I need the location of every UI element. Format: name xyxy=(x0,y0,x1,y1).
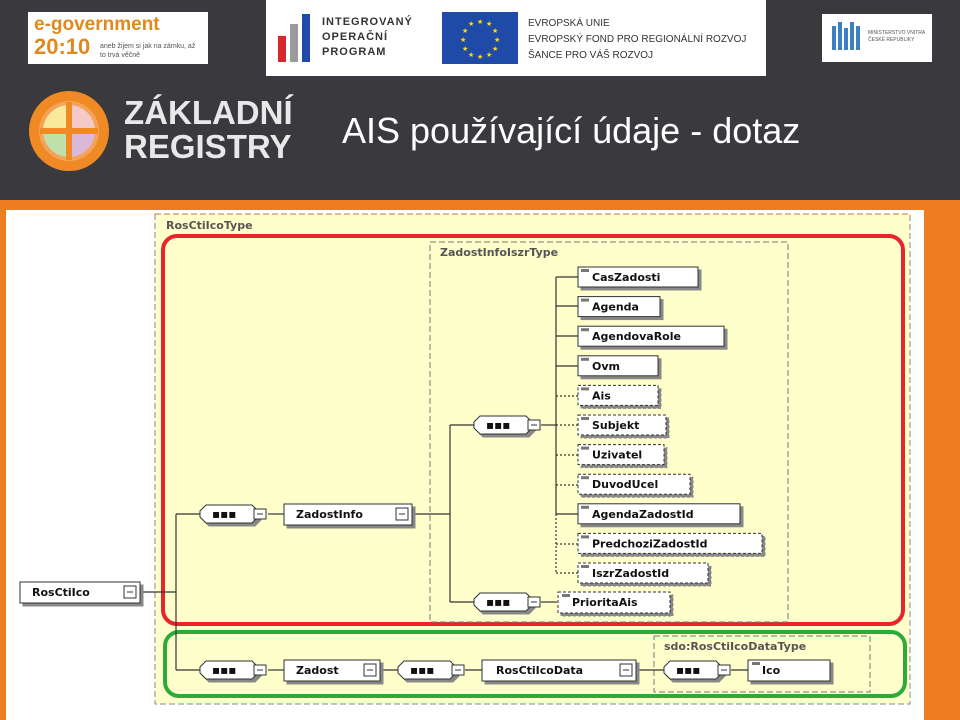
green-highlight-frame xyxy=(163,630,907,698)
iop-line2: OPERAČNÍ xyxy=(322,31,389,43)
request-info-fields: CasZadostiAgendaAgendovaRoleOvmAisSubjek… xyxy=(577,266,763,584)
svg-text:▪▪▪: ▪▪▪ xyxy=(486,418,510,432)
field-node: CasZadosti xyxy=(577,266,699,288)
svg-text:★: ★ xyxy=(477,53,483,61)
svg-text:★: ★ xyxy=(492,27,498,35)
field-node: Ais xyxy=(577,384,659,406)
field-node: Uzivatel xyxy=(577,444,665,466)
svg-text:★: ★ xyxy=(477,18,483,26)
field-label: Uzivatel xyxy=(592,449,642,462)
slide-header xyxy=(0,80,960,200)
field-node: DuvodUcel xyxy=(577,473,691,495)
brand-line1: ZÁKLADNÍ xyxy=(124,94,293,131)
svg-text:▪▪▪: ▪▪▪ xyxy=(486,595,510,609)
egov-logo-line2: 20:10 xyxy=(34,34,91,59)
field-label: AgendovaRole xyxy=(592,330,681,343)
mv-logo: MINISTERSTVO VNITRA ČESKÉ REPUBLIKY xyxy=(822,14,932,62)
egov-logo-line1: e-government xyxy=(34,14,160,35)
field-node: AgendovaRole xyxy=(577,325,725,347)
field-label: PredchoziZadostId xyxy=(592,537,708,550)
red-highlight-frame xyxy=(161,234,905,626)
field-node: PredchoziZadostId xyxy=(577,532,763,554)
svg-text:★: ★ xyxy=(468,51,474,59)
mv-text: MINISTERSTVO VNITRA ČESKÉ REPUBLIKY xyxy=(868,30,925,43)
inner-type-label: ZadostInfoIszrType xyxy=(440,246,558,259)
eu-flag-icon: ★★★ ★★★ ★★★ ★★★ xyxy=(442,12,518,64)
svg-text:RosCtiIco: RosCtiIco xyxy=(32,586,90,599)
svg-text:▪▪▪: ▪▪▪ xyxy=(212,663,236,677)
field-node: AgendaZadostId xyxy=(577,503,741,525)
field-node: Agenda xyxy=(577,296,661,318)
svg-text:★: ★ xyxy=(460,36,466,44)
eu-line1: EVROPSKÁ UNIE xyxy=(528,18,610,29)
field-label: IszrZadostId xyxy=(592,567,669,580)
svg-text:PrioritaAis: PrioritaAis xyxy=(572,596,638,609)
egov-logo: e-government 20:10 aneb žijem si jak na … xyxy=(28,12,208,64)
svg-text:★: ★ xyxy=(462,45,468,53)
iop-bars-icon xyxy=(278,14,310,62)
iop-eu-logo: INTEGROVANÝ OPERAČNÍ PROGRAM ★★★ ★★★ ★★★… xyxy=(266,0,766,76)
svg-text:★: ★ xyxy=(468,20,474,28)
field-label: Ais xyxy=(592,389,611,402)
connector-lines xyxy=(140,276,748,671)
zadost-info-node: ZadostInfo xyxy=(283,503,413,526)
mv-emblem-icon xyxy=(832,22,860,50)
svg-text:Ico: Ico xyxy=(762,664,781,677)
brand-text: ZÁKLADNÍ REGISTRY xyxy=(124,96,293,164)
priorita-ais-node: PrioritaAis xyxy=(557,591,671,614)
field-node: Subjekt xyxy=(577,414,667,436)
field-label: Subjekt xyxy=(592,419,639,432)
eu-line3: ŠANCE PRO VÁŠ ROZVOJ xyxy=(528,50,654,61)
svg-text:★: ★ xyxy=(462,27,468,35)
svg-text:▪▪▪: ▪▪▪ xyxy=(676,663,700,677)
field-label: Agenda xyxy=(592,301,639,314)
field-label: CasZadosti xyxy=(592,271,660,284)
field-node: Ovm xyxy=(577,355,659,377)
svg-text:▪▪▪: ▪▪▪ xyxy=(212,507,236,521)
svg-text:★: ★ xyxy=(486,51,492,59)
svg-text:Zadost: Zadost xyxy=(296,664,339,677)
outer-type-label: RosCtiIcoType xyxy=(166,219,253,232)
svg-text:ZadostInfo: ZadostInfo xyxy=(296,508,363,521)
svg-text:★: ★ xyxy=(486,20,492,28)
data-type-box xyxy=(653,635,871,693)
field-label: DuvodUcel xyxy=(592,478,658,491)
zadost-node: Zadost xyxy=(283,659,381,682)
iop-line3: PROGRAM xyxy=(322,46,387,58)
svg-text:▪▪▪: ▪▪▪ xyxy=(410,663,434,677)
egov-logo-tagline: aneb žijem si jak na zámku, až to trvá v… xyxy=(100,43,196,59)
field-label: AgendaZadostId xyxy=(592,508,694,521)
sequence-compositors: ▪▪▪ ▪▪▪ ▪▪▪ ▪▪▪ ▪▪▪ ▪▪▪ xyxy=(199,415,731,680)
data-node: RosCtiIcoData xyxy=(481,659,637,682)
slide-title: AIS používající údaje - dotaz xyxy=(342,110,801,151)
field-node: IszrZadostId xyxy=(577,562,709,584)
svg-text:★: ★ xyxy=(492,45,498,53)
brand-line2: REGISTRY xyxy=(124,128,292,165)
svg-text:RosCtiIcoData: RosCtiIcoData xyxy=(496,664,583,677)
iop-line1: INTEGROVANÝ xyxy=(322,16,413,28)
root-node: RosCtiIco xyxy=(19,581,141,604)
ico-node: Ico xyxy=(747,659,831,682)
field-label: Ovm xyxy=(592,360,620,373)
eu-line2: EVROPSKÝ FOND PRO REGIONÁLNÍ ROZVOJ xyxy=(528,34,747,45)
zakladni-registry-logo-icon xyxy=(29,91,109,171)
data-type-label: sdo:RosCtiIcoDataType xyxy=(664,640,806,653)
svg-text:★: ★ xyxy=(494,36,500,44)
